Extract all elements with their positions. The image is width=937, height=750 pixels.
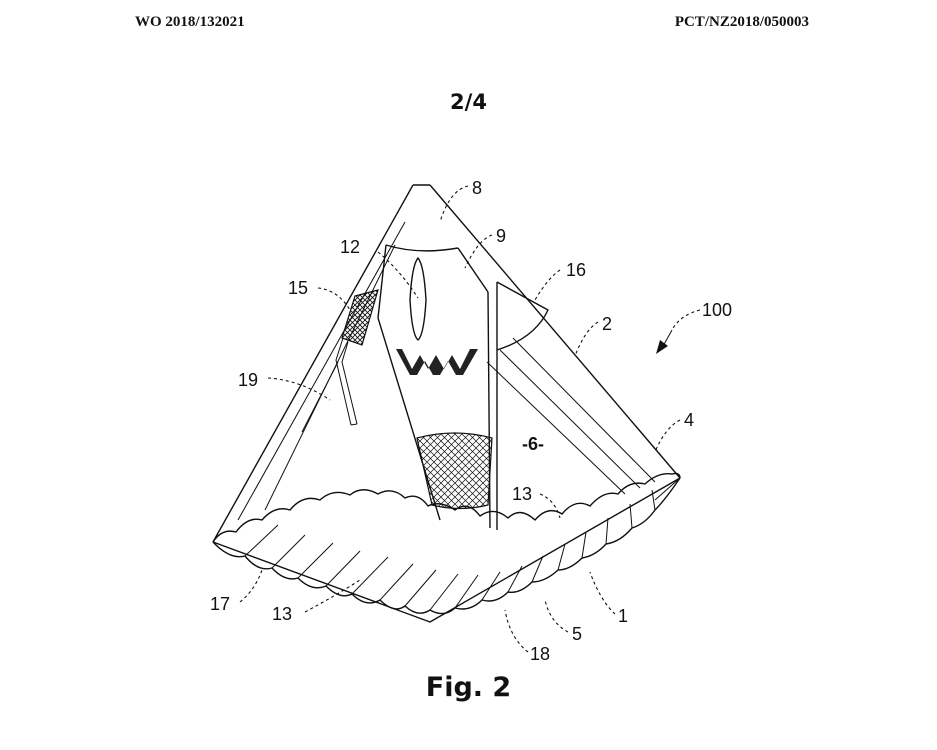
- ref-label: 18: [530, 644, 550, 664]
- ref-label: 15: [288, 278, 308, 298]
- leader-lines: [239, 185, 701, 653]
- ref-label: 19: [238, 370, 258, 390]
- publication-number: WO 2018/132021: [135, 14, 245, 30]
- ref-label: -6-: [522, 434, 544, 454]
- ref-label: 4: [684, 410, 694, 430]
- ref-label: 9: [496, 226, 506, 246]
- ref-label: 13: [512, 484, 532, 504]
- ref-label: 17: [210, 594, 230, 614]
- ref-label: 5: [572, 624, 582, 644]
- ref-label: 12: [340, 237, 360, 257]
- ref-label: 13: [272, 604, 292, 624]
- tent-frame: [212, 184, 681, 623]
- mesh-window: [416, 432, 493, 510]
- reference-arrow: [656, 329, 673, 354]
- ref-label: 2: [602, 314, 612, 334]
- application-number: PCT/NZ2018/050003: [674, 14, 809, 30]
- ref-label: 1: [618, 606, 628, 626]
- inflatable-floor: [212, 472, 681, 615]
- top-cap: [385, 244, 459, 252]
- top-flap: [496, 281, 549, 351]
- ref-label: 8: [472, 178, 482, 198]
- figure-caption: Fig. 2: [425, 672, 512, 703]
- logo-mark: [396, 349, 478, 375]
- side-vent: [341, 289, 379, 346]
- ref-label: 16: [566, 260, 586, 280]
- ref-label: 100: [702, 300, 732, 320]
- sheet-number: 2/4: [450, 90, 487, 114]
- tie-strap: [301, 337, 358, 433]
